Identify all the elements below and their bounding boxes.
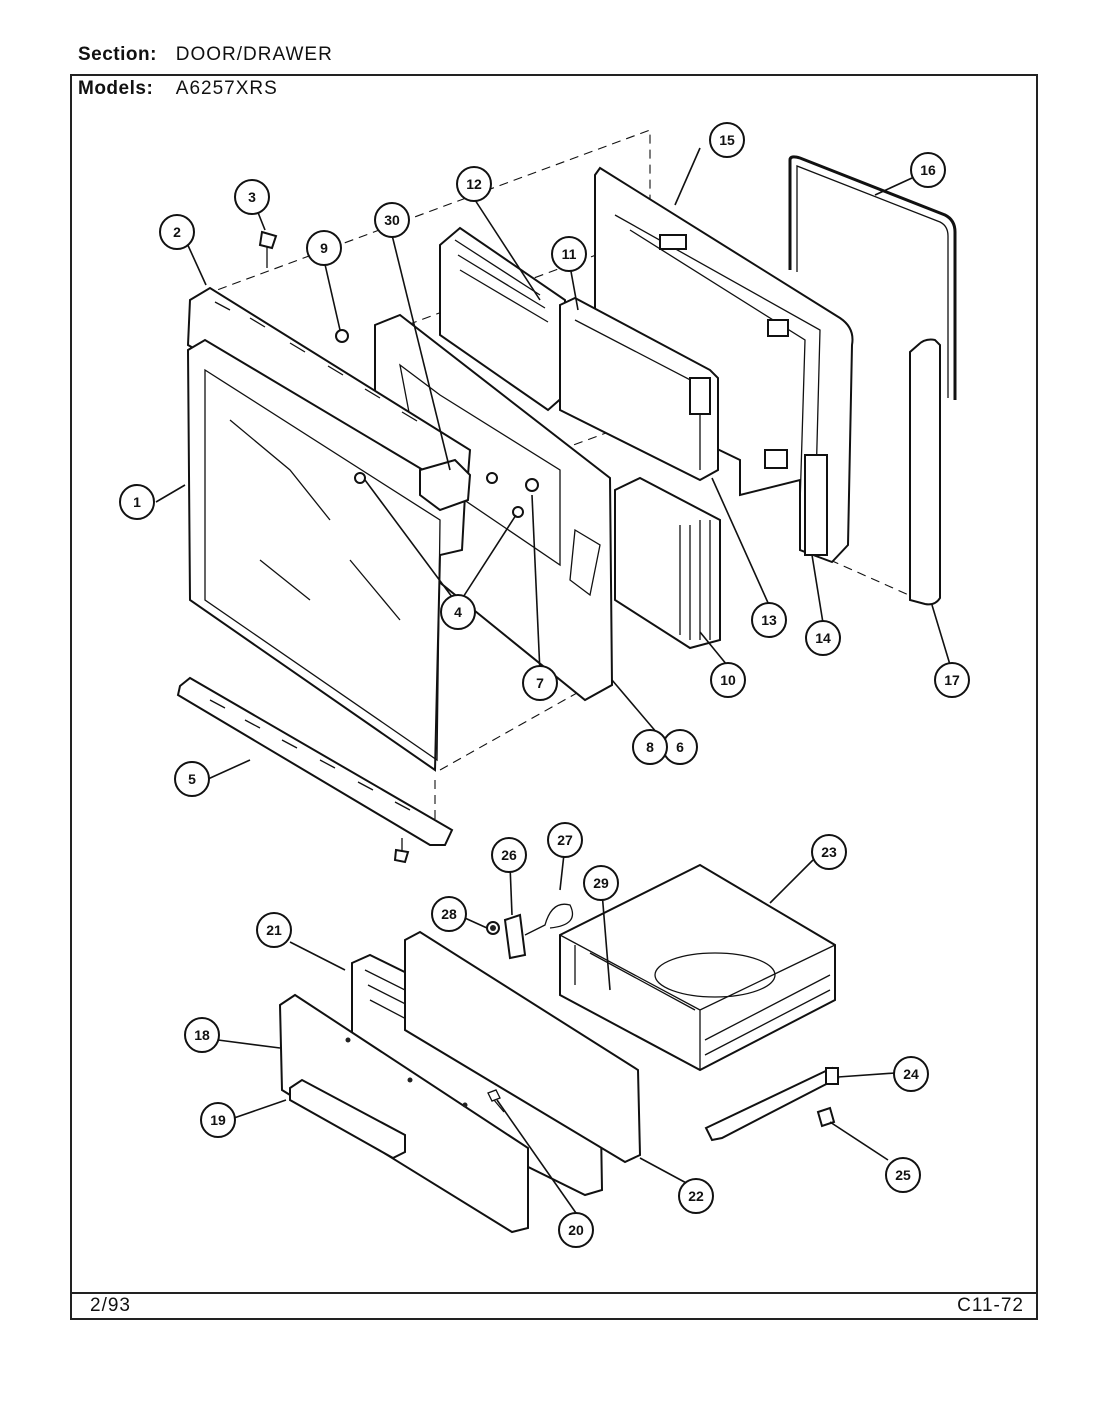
svg-text:2: 2 [173,224,181,240]
svg-text:30: 30 [384,212,400,228]
svg-text:16: 16 [920,162,936,178]
svg-text:5: 5 [188,771,196,787]
drawer-slide-rail [704,1066,840,1142]
callout-10: 10 [710,662,746,698]
svg-text:15: 15 [719,132,735,148]
callout-7: 7 [522,665,558,701]
section-label: Section: [78,44,157,65]
inner-door-frame [594,166,854,564]
slide-rail-roller [825,1067,839,1085]
svg-text:1: 1 [133,494,141,510]
drawer-screw [487,1089,505,1113]
svg-text:11: 11 [562,246,577,262]
callout-24: 24 [893,1056,929,1092]
callout-2: 2 [159,214,195,250]
diagram-frame [70,74,1038,1320]
callout-3: 3 [234,179,270,215]
svg-text:14: 14 [815,630,831,646]
callout-27: 27 [547,822,583,858]
callout-19: 19 [200,1102,236,1138]
footer-date: 2/93 [90,1295,131,1316]
svg-text:3: 3 [248,189,256,205]
callout-16: 16 [910,152,946,188]
callout-25: 25 [885,1157,921,1193]
inner-door-glass [559,296,719,482]
callout-30: 30 [374,202,410,238]
models-value: A6257XRS [175,78,278,99]
svg-text:8: 8 [646,739,654,755]
svg-text:26: 26 [501,847,517,863]
outer-door-glass [186,338,467,772]
svg-text:13: 13 [761,612,777,628]
callout-26: 26 [491,837,527,873]
svg-text:21: 21 [266,922,282,938]
svg-text:25: 25 [895,1167,911,1183]
callout-6: 6 [662,729,698,765]
svg-text:29: 29 [593,875,609,891]
callout-group: 1 2 3 4 5 6 7 8 9 10 11 12 13 14 15 16 1… [119,122,970,1248]
door-bottom-trim [176,676,454,846]
callout-9: 9 [306,230,342,266]
section-value: DOOR/DRAWER [175,44,333,65]
callout-4: 4 [440,594,476,630]
svg-text:6: 6 [676,739,684,755]
drawer-box [559,863,836,1072]
svg-text:28: 28 [441,906,457,922]
callout-14: 14 [805,620,841,656]
callout-22: 22 [678,1178,714,1214]
svg-text:19: 19 [210,1112,226,1128]
door-switch [419,458,472,512]
svg-text:4: 4 [454,604,462,620]
footer-code: C11-72 [957,1295,1024,1316]
drawer-liner [404,930,642,1164]
callout-29: 29 [583,865,619,901]
door-side-trim [909,338,941,606]
models-label: Models: [78,78,154,99]
footer-divider [70,1292,1038,1294]
screws [258,230,539,864]
svg-text:22: 22 [688,1188,704,1204]
section-heading: Section: DOOR/DRAWER [78,44,333,66]
svg-text:12: 12 [466,176,482,192]
svg-text:17: 17 [944,672,960,688]
callout-17: 17 [934,662,970,698]
callout-1: 1 [119,484,155,520]
door-gasket [788,155,957,400]
svg-text:24: 24 [903,1066,919,1082]
callout-21: 21 [256,912,292,948]
svg-text:10: 10 [720,672,736,688]
insulation-wrap [614,476,721,650]
svg-text:20: 20 [568,1222,584,1238]
drawer-front-panel [278,993,529,1234]
svg-text:9: 9 [320,240,328,256]
models-heading: Models: A6257XRS [78,78,278,100]
callout-8: 8 [632,729,668,765]
callout-5: 5 [174,761,210,797]
drawer-handle [289,1078,406,1160]
callout-13: 13 [751,602,787,638]
callout-23: 23 [811,834,847,870]
callout-18: 18 [184,1017,220,1053]
svg-text:18: 18 [194,1027,210,1043]
drawer-spacer [816,1106,836,1128]
callout-20: 20 [558,1212,594,1248]
svg-text:7: 7 [536,675,544,691]
callout-12: 12 [456,166,492,202]
callout-11: 11 [551,236,587,272]
svg-text:23: 23 [821,844,837,860]
callout-28: 28 [431,896,467,932]
callout-15: 15 [709,122,745,158]
svg-text:27: 27 [557,832,573,848]
